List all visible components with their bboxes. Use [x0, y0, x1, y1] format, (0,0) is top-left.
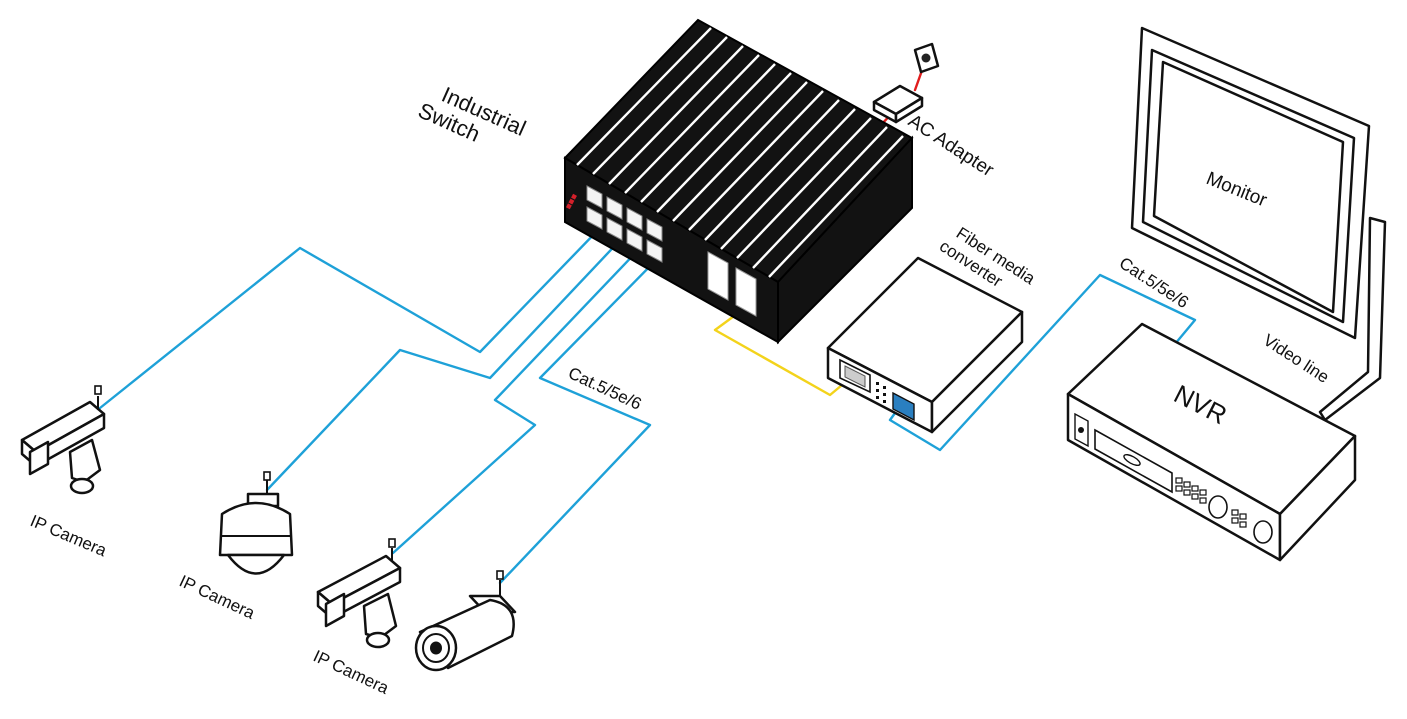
monitor-icon: [1130, 26, 1387, 422]
label-ip-camera-1: IP Camera: [27, 511, 109, 560]
switch-rj45-ports: [586, 185, 663, 263]
box-camera-icon: [316, 538, 402, 649]
ethernet-cable-camera-1: [98, 226, 602, 410]
box-camera-icon: [20, 385, 106, 495]
industrial-switch-icon: ■■■: [563, 18, 914, 345]
label-ip-camera-2: IP Camera: [176, 571, 258, 623]
ac-adapter-icon: [872, 84, 924, 124]
ethernet-cable-camera-4: [498, 252, 664, 585]
label-video-line: Video line: [1260, 330, 1333, 386]
fiber-media-converter-icon: [826, 256, 1024, 434]
label-cable-right: Cat.5/5e/6: [1116, 253, 1192, 312]
ethernet-cable-nvr: [888, 273, 1197, 452]
switch-sfp-slots: [707, 251, 757, 317]
label-ip-camera-3: IP Camera: [310, 646, 392, 698]
heatsink-fins: [576, 27, 904, 278]
power-outlet-icon: [913, 42, 940, 74]
ethernet-cable-camera-2: [265, 234, 626, 492]
label-ac-adapter: AC Adapter: [904, 111, 997, 182]
dome-camera-icon: [218, 471, 294, 575]
fiber-cable: [713, 306, 850, 397]
bullet-camera-icon: [414, 570, 517, 672]
nvr-recorder-icon: [1066, 322, 1357, 562]
ethernet-cable-camera-3: [391, 244, 644, 555]
label-industrial-switch: Industrial Switch: [415, 82, 530, 147]
